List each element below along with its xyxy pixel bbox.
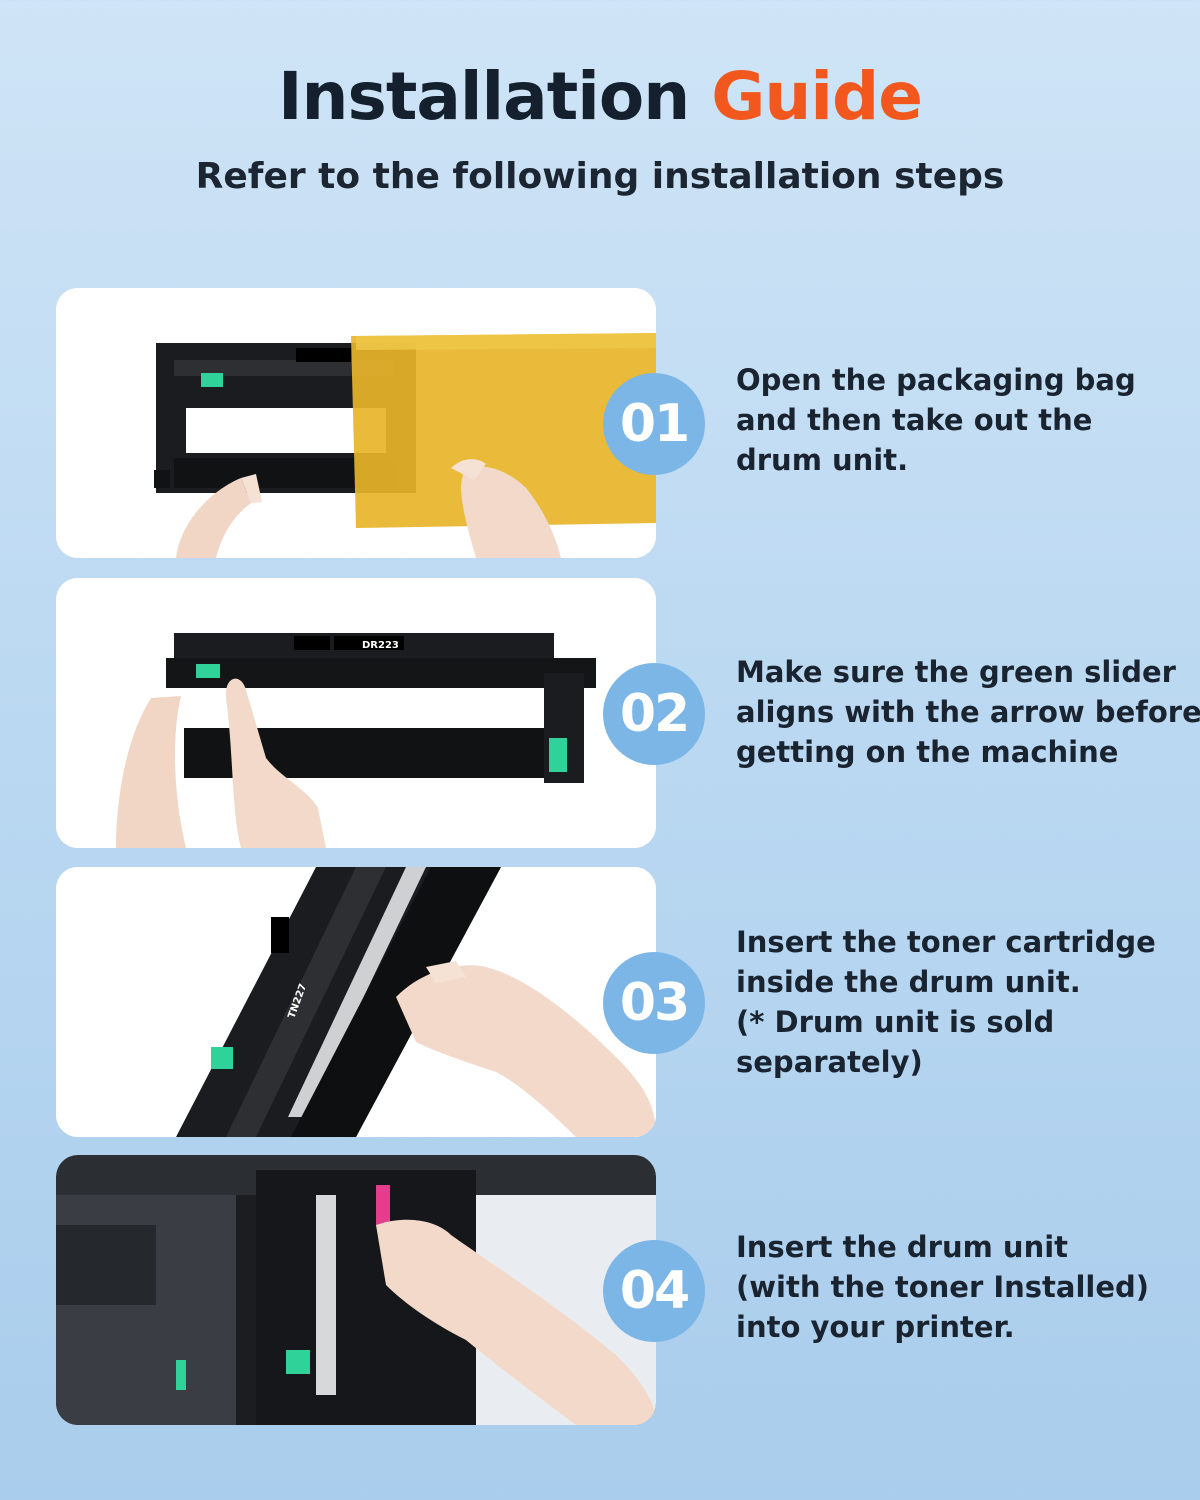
step-4: 04 Insert the drum unit (with the toner … (0, 1155, 1200, 1425)
page-subtitle: Refer to the following installation step… (195, 156, 1005, 197)
step-2-number-badge: 02 (603, 663, 705, 765)
step-4-number-badge: 04 (603, 1240, 705, 1342)
step-1: 01 Open the packaging bag and then take … (0, 288, 1200, 558)
toner-insert-illustration: TN227 (56, 867, 656, 1137)
step-3-photo-card: TN227 (56, 867, 656, 1137)
step-1-line: drum unit. (736, 443, 909, 477)
step-4-line: into your printer. (736, 1310, 1015, 1344)
step-3-number-badge: 03 (603, 952, 705, 1054)
page-title: Installation Guide (0, 58, 1200, 135)
step-1-line: and then take out the (736, 403, 1093, 437)
step-3-line: inside the drum unit. (736, 965, 1081, 999)
printer-insert-illustration (56, 1155, 656, 1425)
title-accent: Guide (711, 58, 923, 135)
green-slider-illustration: DR223 (56, 578, 656, 848)
step-3: TN227 03 Insert the toner cartridge insi… (0, 867, 1200, 1137)
step-2: DR223 02 Make sure the green slider alig… (0, 578, 1200, 848)
step-4-text: Insert the drum unit (with the toner Ins… (736, 1227, 1186, 1347)
title-main: Installation (278, 58, 690, 135)
step-1-line: Open the packaging bag (736, 363, 1136, 397)
step-2-line: aligns with the arrow before (736, 695, 1200, 729)
step-2-line: getting on the machine (736, 735, 1119, 769)
step-2-text: Make sure the green slider aligns with t… (736, 652, 1200, 772)
step-1-text: Open the packaging bag and then take out… (736, 360, 1186, 480)
step-1-number-badge: 01 (603, 373, 705, 475)
step-3-line: (* Drum unit is sold (736, 1005, 1055, 1039)
step-2-photo-card: DR223 (56, 578, 656, 848)
step-4-line: (with the toner Installed) (736, 1270, 1150, 1304)
step-4-photo-card (56, 1155, 656, 1425)
step-3-line: Insert the toner cartridge (736, 925, 1156, 959)
step-1-photo-card (56, 288, 656, 558)
drum-unit-packaging-illustration (56, 288, 656, 558)
step-4-line: Insert the drum unit (736, 1230, 1069, 1264)
step-3-text: Insert the toner cartridge inside the dr… (736, 922, 1186, 1082)
drum-model-label: DR223 (362, 640, 399, 651)
step-2-line: Make sure the green slider (736, 655, 1176, 689)
step-3-line: separately) (736, 1045, 923, 1079)
